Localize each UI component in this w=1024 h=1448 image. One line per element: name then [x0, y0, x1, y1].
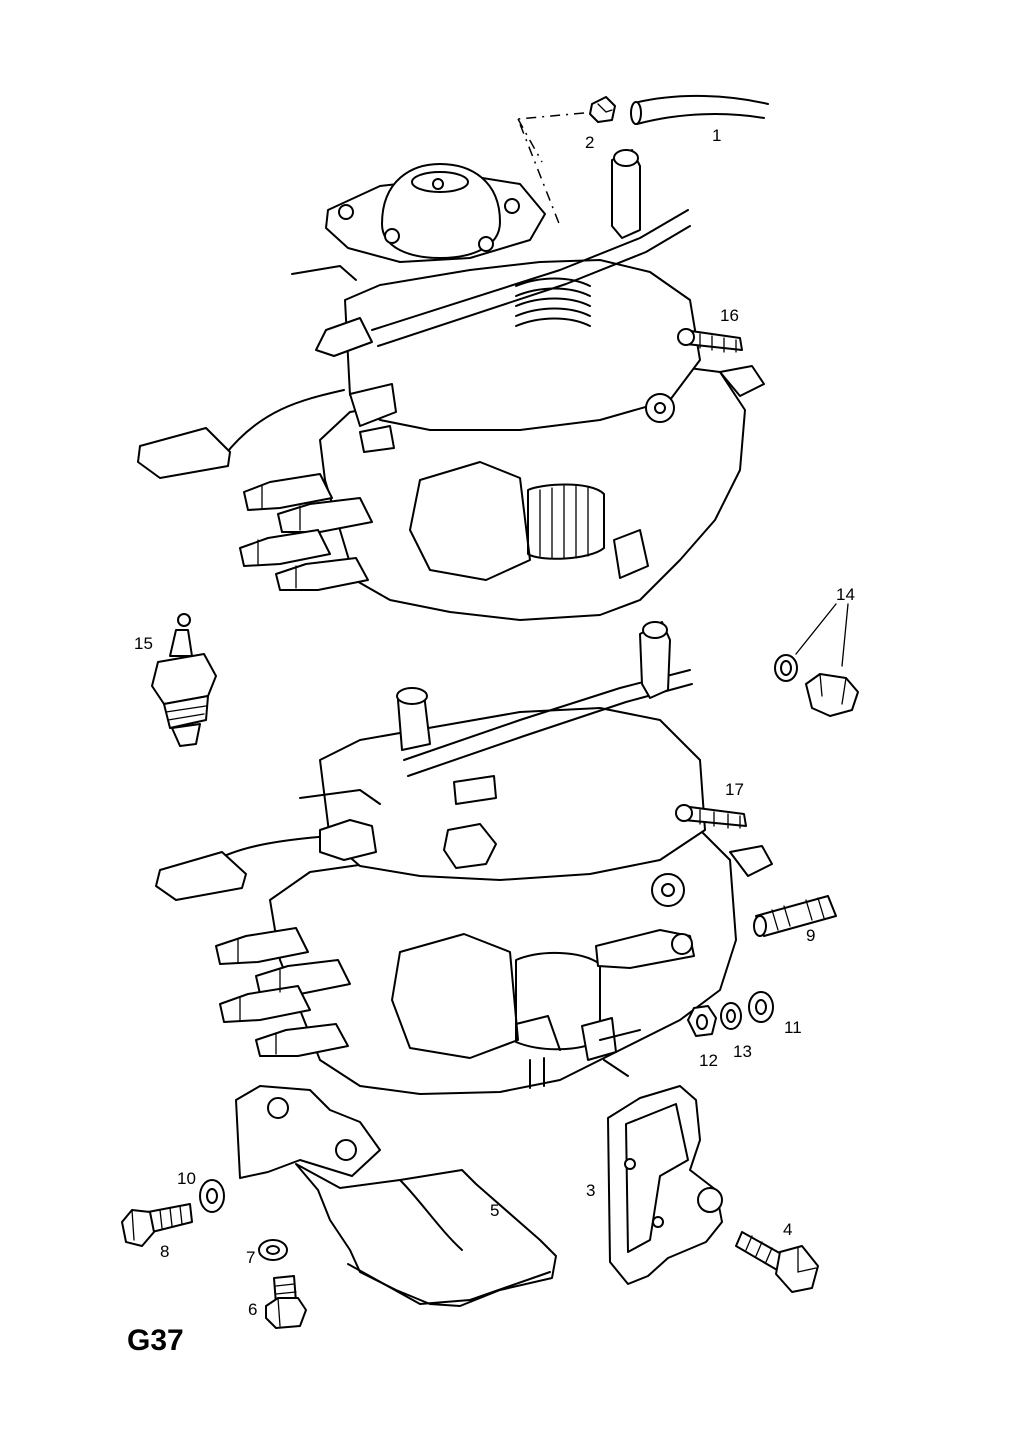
part-15-switch — [151, 613, 217, 747]
callout-13: 13 — [733, 1042, 752, 1061]
callout-10: 10 — [177, 1169, 196, 1188]
callout-16: 16 — [720, 306, 739, 325]
callout-7: 7 — [246, 1248, 256, 1267]
callout-1: 1 — [712, 126, 722, 145]
part-17-adjusting-screw — [675, 804, 747, 829]
part-1-hose — [630, 94, 769, 125]
diagram-code: G37 — [127, 1324, 184, 1357]
part-9-stud — [753, 895, 837, 937]
callout-6: 6 — [248, 1300, 258, 1319]
part-12-nut — [687, 1005, 717, 1037]
part-5-bracket — [235, 1085, 557, 1307]
callout-8: 8 — [160, 1242, 170, 1261]
lower-injection-pump-assembly — [155, 621, 773, 1095]
callout-3: 3 — [586, 1181, 596, 1200]
part-16-adjusting-screw — [677, 328, 743, 353]
callout-4: 4 — [783, 1220, 793, 1239]
leader-line-dashed — [517, 118, 543, 163]
part-7-spring-washer — [258, 1239, 288, 1261]
callout-5: 5 — [490, 1201, 500, 1220]
callout-9: 9 — [806, 926, 816, 945]
part-4-bolt — [735, 1231, 819, 1293]
callout-15: 15 — [134, 634, 153, 653]
callout-14: 14 — [836, 585, 855, 604]
part-8-bolt — [121, 1203, 193, 1247]
part-13-spring-washer — [720, 1002, 742, 1030]
part-6-plug-screw — [265, 1275, 307, 1329]
callout-2: 2 — [585, 133, 595, 152]
part-2-clip — [589, 96, 616, 123]
part-14-drain-plug-and-washer — [774, 603, 859, 717]
part-11-washer — [748, 991, 774, 1023]
callout-12: 12 — [699, 1051, 718, 1070]
part-3-bracket — [607, 1085, 723, 1285]
callout-11: 11 — [784, 1018, 802, 1037]
part-10-washer — [199, 1179, 225, 1213]
callout-17: 17 — [725, 780, 744, 799]
upper-injection-pump-assembly — [137, 149, 765, 621]
